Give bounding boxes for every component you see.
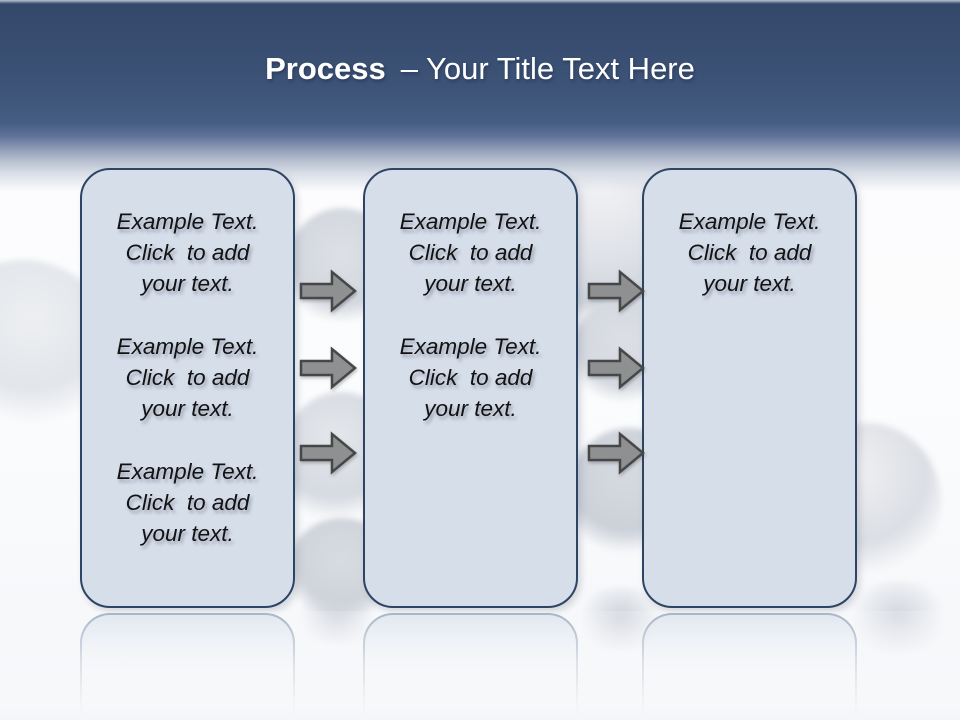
- placeholder-text: Example Text. Click to add your text.: [399, 209, 542, 296]
- process-box-1[interactable]: Example Text. Click to add your text. Ex…: [80, 168, 295, 608]
- slide-title[interactable]: Process – Your Title Text Here: [0, 49, 960, 89]
- background-berry-shadow-3: [842, 582, 954, 654]
- placeholder-text: Example Text. Click to add your text.: [116, 459, 259, 546]
- arrow-right-outline: [587, 431, 645, 475]
- arrow-right-icon[interactable]: [587, 345, 645, 391]
- arrow-right-outline: [299, 269, 357, 313]
- slide-title-keyword: Process: [265, 51, 386, 86]
- arrow-right-outline: [299, 431, 357, 475]
- placeholder-text: Example Text. Click to add your text.: [116, 209, 259, 296]
- box-reflection-3: [642, 613, 857, 720]
- arrow-right-shape: [589, 349, 643, 387]
- arrow-right-icon[interactable]: [299, 430, 357, 476]
- arrow-right-outline: [299, 346, 357, 390]
- box-reflection-2: [363, 613, 578, 720]
- arrow-right-icon[interactable]: [299, 268, 357, 314]
- arrow-right-shape: [301, 349, 355, 387]
- arrow-right-icon[interactable]: [587, 430, 645, 476]
- arrow-right-shape: [301, 434, 355, 472]
- placeholder-text: Example Text. Click to add your text.: [116, 334, 259, 421]
- placeholder-text: Example Text. Click to add your text.: [399, 334, 542, 421]
- header-band: Process – Your Title Text Here: [0, 0, 960, 192]
- arrow-right-shape: [301, 272, 355, 310]
- arrow-right-shape: [589, 272, 643, 310]
- arrow-right-shape: [589, 434, 643, 472]
- arrow-right-icon[interactable]: [587, 268, 645, 314]
- process-box-3[interactable]: Example Text. Click to add your text.: [642, 168, 857, 608]
- arrow-right-outline: [587, 346, 645, 390]
- placeholder-text: Example Text. Click to add your text.: [678, 209, 821, 296]
- arrow-right-icon[interactable]: [299, 345, 357, 391]
- slide-title-rest: – Your Title Text Here: [400, 51, 695, 86]
- box-reflection-1: [80, 613, 295, 720]
- arrow-right-outline: [587, 269, 645, 313]
- process-box-2[interactable]: Example Text. Click to add your text. Ex…: [363, 168, 578, 608]
